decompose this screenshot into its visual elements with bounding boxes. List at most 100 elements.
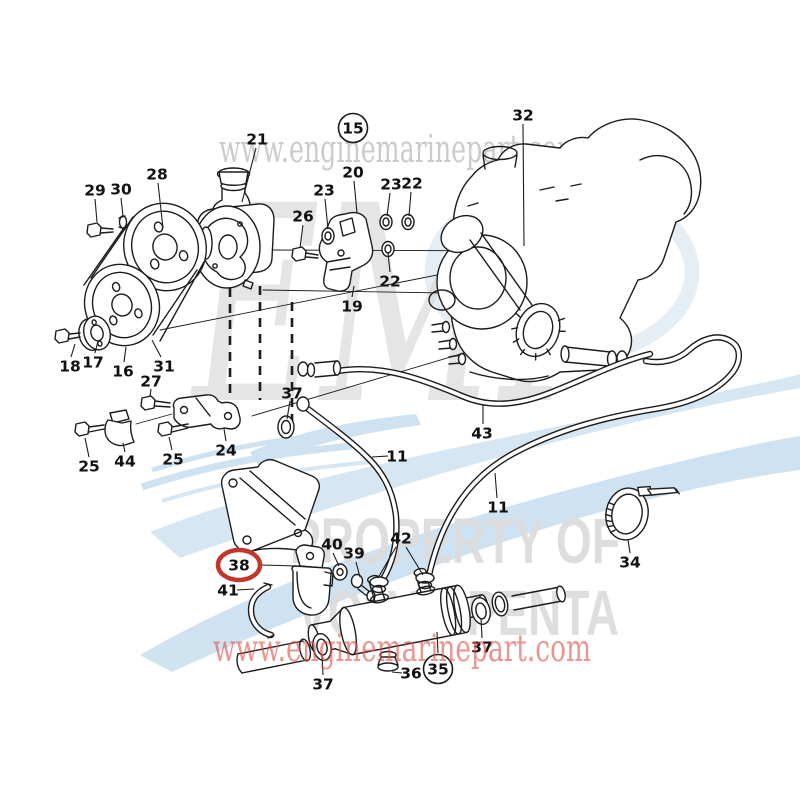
- bolt-25-left: [74, 421, 105, 437]
- callout-19: 19: [341, 285, 363, 316]
- wave-stroke-2: [140, 442, 353, 491]
- washer-30: [118, 215, 128, 230]
- hose-43: [334, 350, 654, 407]
- part-number-18: 18: [59, 358, 81, 376]
- callout-32: 32: [512, 107, 534, 247]
- callout-43: 43: [471, 404, 493, 443]
- part-number-16: 16: [112, 363, 134, 381]
- hose-tube-left: [236, 638, 312, 674]
- part-number-37: 37: [471, 639, 493, 657]
- callout-41: 41: [217, 582, 255, 600]
- callout-37: 37: [471, 617, 493, 657]
- part-number-17: 17: [82, 354, 104, 372]
- plug-36: [377, 650, 399, 672]
- cable-tie-34: [604, 485, 681, 541]
- fitting-42-right: [415, 572, 435, 590]
- part-number-22: 22: [379, 273, 401, 291]
- part-number-37: 37: [281, 385, 303, 403]
- grommet-37-upper: [277, 415, 295, 439]
- part-number-26: 26: [292, 208, 314, 226]
- callout-17: 17: [82, 340, 104, 372]
- engine-block-32: [428, 118, 702, 383]
- callout-42: 42: [377, 530, 424, 579]
- callout-circle: [337, 112, 369, 144]
- part-number-43: 43: [471, 425, 493, 443]
- part-number-36: 36: [400, 665, 422, 683]
- callout-29: 29: [84, 182, 106, 223]
- fasteners-23-22: [321, 213, 415, 258]
- part-number-41: 41: [217, 582, 239, 600]
- callout-25: 25: [162, 436, 184, 469]
- hose-11-right: [424, 334, 743, 584]
- support-bracket: [220, 458, 321, 553]
- callout-18: 18: [59, 343, 81, 376]
- engine-studs: [431, 320, 467, 366]
- part-number-44: 44: [114, 453, 136, 471]
- part-number-22: 22: [401, 175, 423, 193]
- part-number-20: 20: [342, 164, 364, 182]
- part-number-31: 31: [153, 358, 175, 376]
- callout-26: 26: [292, 208, 314, 249]
- hub-17: [78, 315, 112, 352]
- bracket-24: [172, 394, 241, 430]
- washer-40: [332, 563, 348, 581]
- bolt-18: [54, 328, 81, 344]
- mount-38: [291, 544, 334, 616]
- pump-assembly: [191, 167, 275, 290]
- part-number-34: 34: [619, 554, 641, 572]
- gear-pulley: [511, 302, 566, 361]
- callout-21: 21: [241, 131, 268, 203]
- part-number-23: 23: [380, 176, 402, 194]
- seal-ring-37-right: [471, 596, 491, 626]
- selected-part-highlight: [215, 547, 263, 583]
- bolt-26: [291, 246, 319, 262]
- part-number-35: 35: [427, 661, 449, 679]
- swoosh-band-upper: [150, 374, 800, 558]
- callout-20: 20: [342, 164, 364, 214]
- part-number-28: 28: [146, 166, 168, 184]
- part-number-38: 38: [228, 557, 250, 575]
- watermark-layer: www.enginemarinepart.com EMP PROPERTY OF…: [140, 127, 800, 672]
- clamp-41: [247, 582, 275, 639]
- callout-44: 44: [114, 442, 136, 471]
- part-number-27: 27: [140, 373, 162, 391]
- callout-11: 11: [487, 472, 509, 517]
- banjo-fitting: [297, 360, 342, 378]
- callout-40: 40: [321, 536, 343, 567]
- part-number-32: 32: [512, 107, 534, 125]
- part-number-30: 30: [110, 181, 132, 199]
- callout-39: 39: [343, 545, 365, 578]
- callout-11: 11: [371, 448, 408, 466]
- callout-38: 38: [215, 547, 298, 583]
- callout-31: 31: [151, 339, 175, 376]
- callout-28: 28: [146, 166, 168, 229]
- callout-37: 37: [312, 654, 334, 694]
- part-number-11: 11: [487, 499, 509, 517]
- property-line1: PROPERTY OF: [290, 505, 620, 577]
- end-cap: [491, 591, 509, 617]
- part-number-29: 29: [84, 182, 106, 200]
- seal-ring-37-left: [312, 632, 332, 662]
- callout-23: 23: [380, 176, 402, 217]
- callout-22: 22: [379, 252, 401, 291]
- callout-23: 23: [313, 182, 335, 230]
- part-number-15: 15: [342, 120, 364, 138]
- part-number-42: 42: [390, 530, 412, 548]
- part-number-21: 21: [246, 131, 268, 149]
- callout-22: 22: [401, 175, 423, 217]
- drive-belt-31: [83, 216, 205, 342]
- callout-37: 37: [281, 385, 303, 420]
- line-art: [54, 118, 743, 674]
- callout-35: 35: [422, 631, 454, 685]
- clamp-44: [104, 409, 135, 447]
- part-number-39: 39: [343, 545, 365, 563]
- part-number-37: 37: [312, 676, 334, 694]
- dashed-lines: [228, 286, 294, 424]
- pipe-segment-right: [511, 585, 566, 611]
- part-number-11: 11: [386, 448, 408, 466]
- callout-36: 36: [391, 665, 422, 683]
- callout-15: 15: [337, 112, 369, 144]
- bottom-url-watermark: www.enginemarinepart.com: [213, 627, 591, 670]
